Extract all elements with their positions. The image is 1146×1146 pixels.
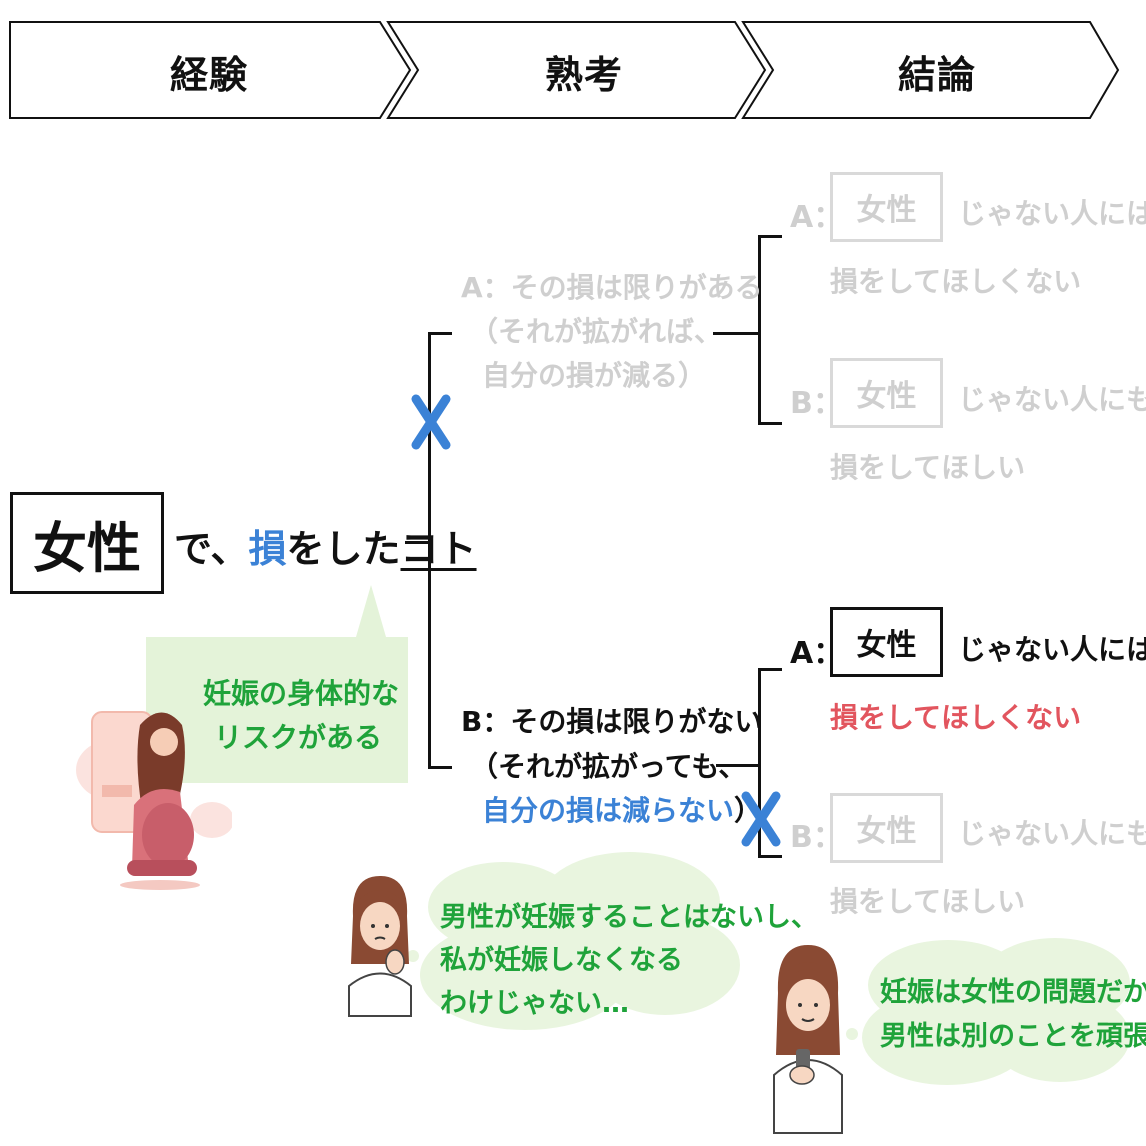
branch-b-concl-a-tail: じゃない人には xyxy=(958,633,1146,666)
branch-a-line-2: （それが拡がれば、 xyxy=(470,315,723,348)
stage-label-experience: 経験 xyxy=(170,53,249,97)
speech-bubble xyxy=(146,585,408,783)
root-statement: で、損をしたコト xyxy=(174,518,477,573)
cross-mark-icon xyxy=(741,791,781,847)
root-text-mid: をした xyxy=(286,527,401,571)
branch-b-concl-b-tail: じゃない人にも xyxy=(958,817,1146,850)
branch-b-line-3: 自分の損は減らない） xyxy=(482,789,762,829)
worried-woman-illustration xyxy=(76,711,232,890)
branch-a-line-3: 自分の損が減る） xyxy=(482,359,707,392)
branch-b-line-3-close: ） xyxy=(734,794,763,827)
root-text-koto: コト xyxy=(400,527,477,571)
cross-mark-icon xyxy=(411,394,451,450)
thought-1-line-2: 私が妊娠しなくなる xyxy=(440,945,683,976)
speech-line-2: リスクがある xyxy=(214,721,383,754)
stage-label-conclusion: 結論 xyxy=(898,53,977,97)
branch-a-concl-b-line2: 損をしてほしい xyxy=(830,451,1026,484)
thought-1-line-1: 男性が妊娠することはないし、 xyxy=(440,902,818,933)
root-gender-box: 女性 xyxy=(10,492,164,594)
speech-line-1: 妊娠の身体的な xyxy=(203,677,400,710)
branch-b-line-3-blue: 自分の損は減らない xyxy=(482,794,735,827)
branch-b-concl-b-box: 女性 xyxy=(830,793,943,863)
thought-2-line-2: 男性は別のことを頑張って xyxy=(880,1021,1146,1052)
branch-a-concl-b-tail: じゃない人にも xyxy=(958,383,1146,416)
stage-header xyxy=(9,21,1120,119)
branch-b-concl-a-box: 女性 xyxy=(830,607,943,677)
branch-b-line-1: B：その損は限りがない xyxy=(461,705,763,738)
thought-1-line-3: わけじゃない… xyxy=(440,988,629,1019)
stage-label-reflection: 熟考 xyxy=(545,53,624,97)
branch-b-line-2: （それが拡がっても、 xyxy=(470,750,747,783)
woman-with-phone-illustration xyxy=(773,945,843,1134)
branch-a-concl-a-box: 女性 xyxy=(830,172,943,242)
root-text-loss: 損 xyxy=(248,527,287,571)
stage-chevron-conclusion xyxy=(741,21,1120,119)
branch-a-line-1: A：その損は限りがある xyxy=(461,271,763,304)
branch-b-concl-a-line2: 損をしてほしくない xyxy=(830,701,1082,734)
branch-a-concl-b-box: 女性 xyxy=(830,358,943,428)
branch-a-concl-a-tail: じゃない人には xyxy=(958,197,1146,230)
thinking-woman-illustration xyxy=(348,876,412,1017)
root-text-pre: で、 xyxy=(174,527,249,571)
stage-chevron-experience xyxy=(9,21,412,119)
thought-2-line-1: 妊娠は女性の問題だから xyxy=(880,977,1146,1008)
branch-b-concl-b-line2: 損をしてほしい xyxy=(830,885,1026,918)
stage-chevron-reflection xyxy=(386,21,767,119)
branch-a-concl-a-line2: 損をしてほしくない xyxy=(830,265,1082,298)
